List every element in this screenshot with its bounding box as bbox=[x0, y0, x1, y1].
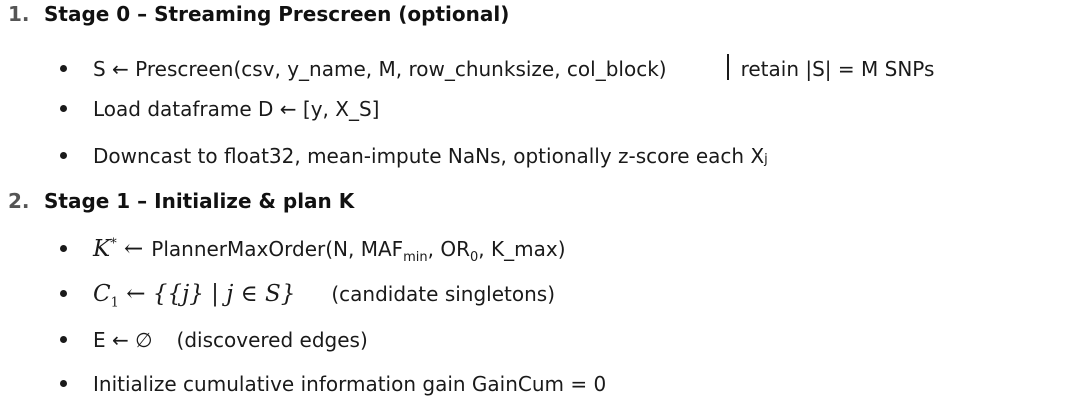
bullet-icon bbox=[60, 65, 67, 72]
item-text: E ← ∅ bbox=[93, 328, 153, 352]
stage-1-heading: 2. Stage 1 – Initialize & plan K bbox=[8, 189, 354, 213]
math-superscript: * bbox=[110, 236, 117, 252]
stage-0-heading: 1. Stage 0 – Streaming Prescreen (option… bbox=[8, 2, 509, 26]
list-item-candidates: C1 ← {{j} | j ∈ S} (candidate singletons… bbox=[60, 281, 555, 311]
list-item-downcast: Downcast to float32, mean-impute NaNs, o… bbox=[60, 144, 768, 168]
item-text: Downcast to float32, mean-impute NaNs, o… bbox=[93, 144, 765, 168]
item-aside: retain |S| = M SNPs bbox=[740, 57, 935, 81]
item-note: (candidate singletons) bbox=[331, 282, 555, 306]
func-subscript-2: 0 bbox=[470, 250, 479, 265]
item-subscript: j bbox=[764, 152, 768, 167]
item-text: Load dataframe D ← [y, X_S] bbox=[93, 97, 380, 121]
bullet-icon bbox=[60, 245, 67, 252]
math-arrow: ← bbox=[124, 236, 144, 262]
bullet-icon bbox=[60, 380, 67, 387]
item-text: Initialize cumulative information gain G… bbox=[93, 372, 607, 396]
func-text-end: , K_max) bbox=[478, 237, 566, 261]
math-set: {{j} | j ∈ S} bbox=[152, 281, 296, 307]
separator-bar bbox=[726, 54, 729, 80]
stage-number: 1. bbox=[8, 2, 30, 26]
stage-number: 2. bbox=[8, 189, 30, 213]
list-item-load-dataframe: Load dataframe D ← [y, X_S] bbox=[60, 97, 379, 121]
bullet-icon bbox=[60, 290, 67, 297]
math-symbol: K bbox=[93, 236, 111, 262]
math-subscript: 1 bbox=[110, 295, 119, 311]
list-item-gain: Initialize cumulative information gain G… bbox=[60, 372, 606, 396]
math-k-star: K* ← bbox=[93, 236, 143, 262]
item-note: (discovered edges) bbox=[176, 328, 368, 352]
list-item-planner: K* ← PlannerMaxOrder(N, MAFmin, OR0, K_m… bbox=[60, 236, 566, 265]
item-text: PlannerMaxOrder(N, MAFmin, OR0, K_max) bbox=[151, 237, 565, 265]
item-text: S ← Prescreen(csv, y_name, M, row_chunks… bbox=[93, 57, 667, 81]
func-text-mid: , OR bbox=[427, 237, 471, 261]
stage-title: Stage 1 – Initialize & plan K bbox=[44, 189, 355, 213]
list-item-edges: E ← ∅ (discovered edges) bbox=[60, 328, 368, 352]
func-subscript: min bbox=[403, 250, 428, 265]
list-item-prescreen: S ← Prescreen(csv, y_name, M, row_chunks… bbox=[60, 50, 934, 81]
bullet-icon bbox=[60, 336, 67, 343]
bullet-icon bbox=[60, 152, 67, 159]
math-arrow: ← bbox=[126, 281, 146, 307]
math-c1: C1 ← {{j} | j ∈ S} bbox=[93, 281, 295, 311]
func-text: PlannerMaxOrder(N, MAF bbox=[151, 237, 404, 261]
stage-title: Stage 0 – Streaming Prescreen (optional) bbox=[44, 2, 510, 26]
math-symbol: C bbox=[93, 281, 111, 307]
bullet-icon bbox=[60, 105, 67, 112]
